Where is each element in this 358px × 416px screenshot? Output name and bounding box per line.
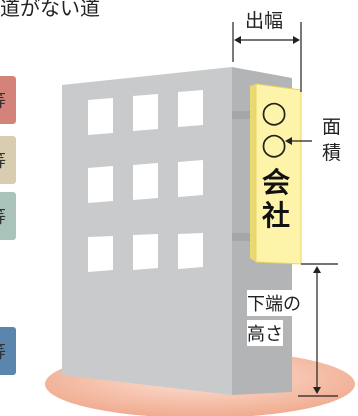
window — [133, 234, 158, 270]
sign-edge — [250, 84, 256, 262]
window — [178, 160, 203, 197]
sign-char-sha: 社 — [262, 199, 291, 232]
side-tag-text: 等 — [0, 147, 6, 173]
side-tag-text: 等 — [0, 338, 6, 364]
window-grid — [88, 90, 203, 272]
window — [88, 236, 113, 272]
building-front — [62, 67, 232, 395]
area-arrow — [285, 137, 312, 145]
side-tag-text: 等 — [0, 203, 6, 229]
bottom-height-dimension — [298, 263, 338, 397]
window — [133, 163, 158, 200]
sign-circle-1: ○ — [261, 95, 288, 130]
sign-circle-2: ○ — [261, 127, 288, 162]
window — [133, 94, 158, 131]
projection-width-dimension — [232, 22, 302, 92]
window — [178, 90, 203, 127]
projection-width-label: 出幅 — [245, 10, 284, 32]
side-tag-red: 等 — [0, 76, 16, 124]
heading-fragment: 道がない道 — [0, 0, 100, 20]
bottom-height-label-line2: 高さ — [247, 320, 283, 346]
side-tag-blue: 等 — [0, 327, 16, 375]
side-tag-beige: 等 — [0, 136, 16, 184]
window — [88, 166, 113, 203]
window — [88, 98, 113, 135]
area-label-line1: 面 — [322, 116, 342, 138]
side-tag-teal: 等 — [0, 192, 16, 240]
sign-char-kai: 会 — [262, 166, 291, 199]
side-tag-text: 等 — [0, 87, 6, 113]
area-label-line2: 積 — [322, 142, 342, 164]
bottom-height-label-line1: 下端の — [247, 290, 301, 316]
window — [178, 233, 203, 269]
sign-brackets — [232, 111, 254, 241]
